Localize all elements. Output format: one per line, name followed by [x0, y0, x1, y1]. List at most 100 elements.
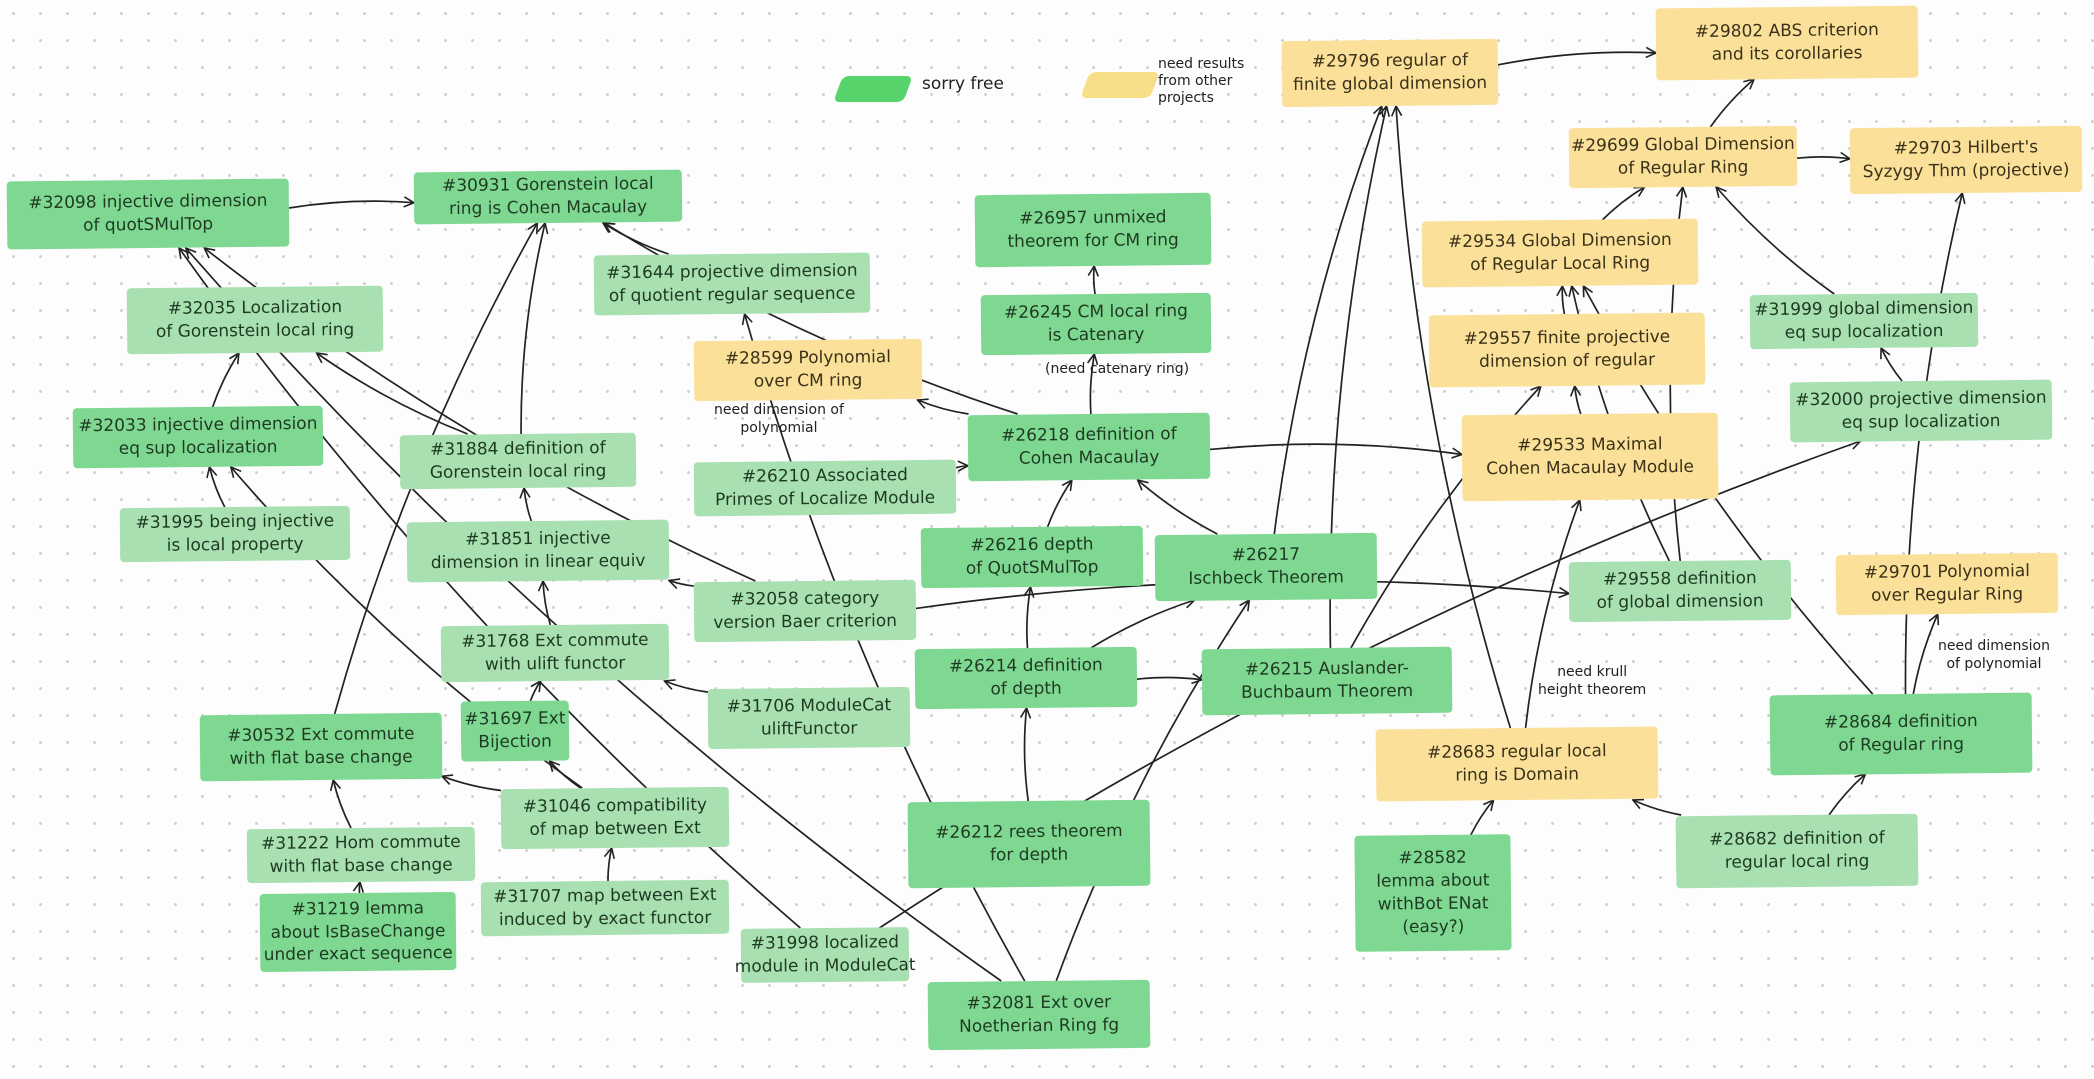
legend-line: from other [1158, 72, 1233, 89]
node-label-line: over Regular Ring [1870, 584, 2024, 606]
node-label-line: eq sup localization [1784, 321, 1944, 343]
arrow-31697-to-31768 [529, 681, 540, 702]
node-label-line: is local property [166, 534, 304, 556]
node-label-line: #29796 regular of [1311, 50, 1469, 72]
node-label-line: #31998 localized [750, 932, 900, 954]
node-label-line: and its corollaries [1711, 43, 1863, 65]
arrow-28682-to-28684 [1828, 774, 1865, 816]
arrow-31046-to-31697 [549, 761, 581, 789]
node-label-line: #26214 definition [948, 655, 1103, 677]
node-label-line: #31046 compatibility [522, 795, 708, 818]
node-label-line: #26218 definition of [1000, 424, 1177, 446]
arrow-31222-to-30532 [333, 780, 352, 829]
node-label-line: module in ModuleCat [734, 955, 916, 977]
legend-swatch-need-results [1080, 72, 1160, 98]
node-label-line: ring is Cohen Macaulay [448, 196, 648, 220]
node-label-line: #26210 Associated [741, 465, 908, 487]
node-label-line: eq sup localization [1841, 411, 2001, 433]
node-label-line: #31697 Ext [464, 708, 566, 730]
node-label-line: eq sup localization [118, 437, 278, 459]
node-label-line: for depth [989, 844, 1069, 866]
node-label-line: #31222 Hom commute [260, 832, 461, 855]
arrow-26218-to-29533 [1209, 443, 1462, 454]
node-label-line: #31219 lemma [291, 897, 425, 920]
arrow-26210-to-26218 [955, 466, 968, 468]
node-26215[interactable]: #26215 Auslander-Buchbaum Theorem [1201, 646, 1453, 716]
node-label-line: #31768 Ext commute [461, 630, 649, 653]
legend-line: need results [1158, 56, 1245, 72]
node-label-line: Ischbeck Theorem [1188, 567, 1344, 589]
arrow-29796-to-29802 [1497, 52, 1656, 66]
legend-swatch-sorry-free [833, 76, 913, 102]
node-label-line: #32081 Ext over [966, 992, 1112, 1014]
node-label-line: #29534 Global Dimension [1447, 229, 1672, 253]
node-label-line: #32000 projective dimension [1795, 387, 2047, 411]
node-label-line: #29701 Polynomial [1863, 561, 2031, 583]
node-label-line: #31884 definition of [429, 438, 606, 460]
arrow-29533-to-29557 [1575, 386, 1582, 415]
node-label-line: #26245 CM local ring [1003, 301, 1188, 324]
node-label-line: over CM ring [753, 370, 863, 392]
arrow-28582-to-28683 [1470, 800, 1494, 836]
node-label-line: with flat base change [229, 747, 413, 769]
node-label-line: withBot ENat [1377, 893, 1489, 915]
node-label-line: of map between Ext [529, 818, 701, 840]
arrow-31999-to-29699 [1716, 187, 1835, 295]
arrow-28682-to-28683 [1633, 800, 1682, 816]
node-label-line: about IsBaseChange [270, 920, 446, 943]
note-line: polynomial [740, 419, 818, 436]
arrow-26214-to-26215 [1136, 677, 1202, 679]
node-label-line: (easy?) [1402, 916, 1465, 938]
note-line: (need catenary ring) [1045, 361, 1190, 377]
node-label-line: of Gorenstein local ring [155, 319, 355, 343]
arrow-26214-to-26216 [1027, 587, 1031, 649]
node-label-line: of QuotSMulTop [965, 557, 1099, 579]
node-label-line: of Regular ring [1838, 734, 1965, 756]
